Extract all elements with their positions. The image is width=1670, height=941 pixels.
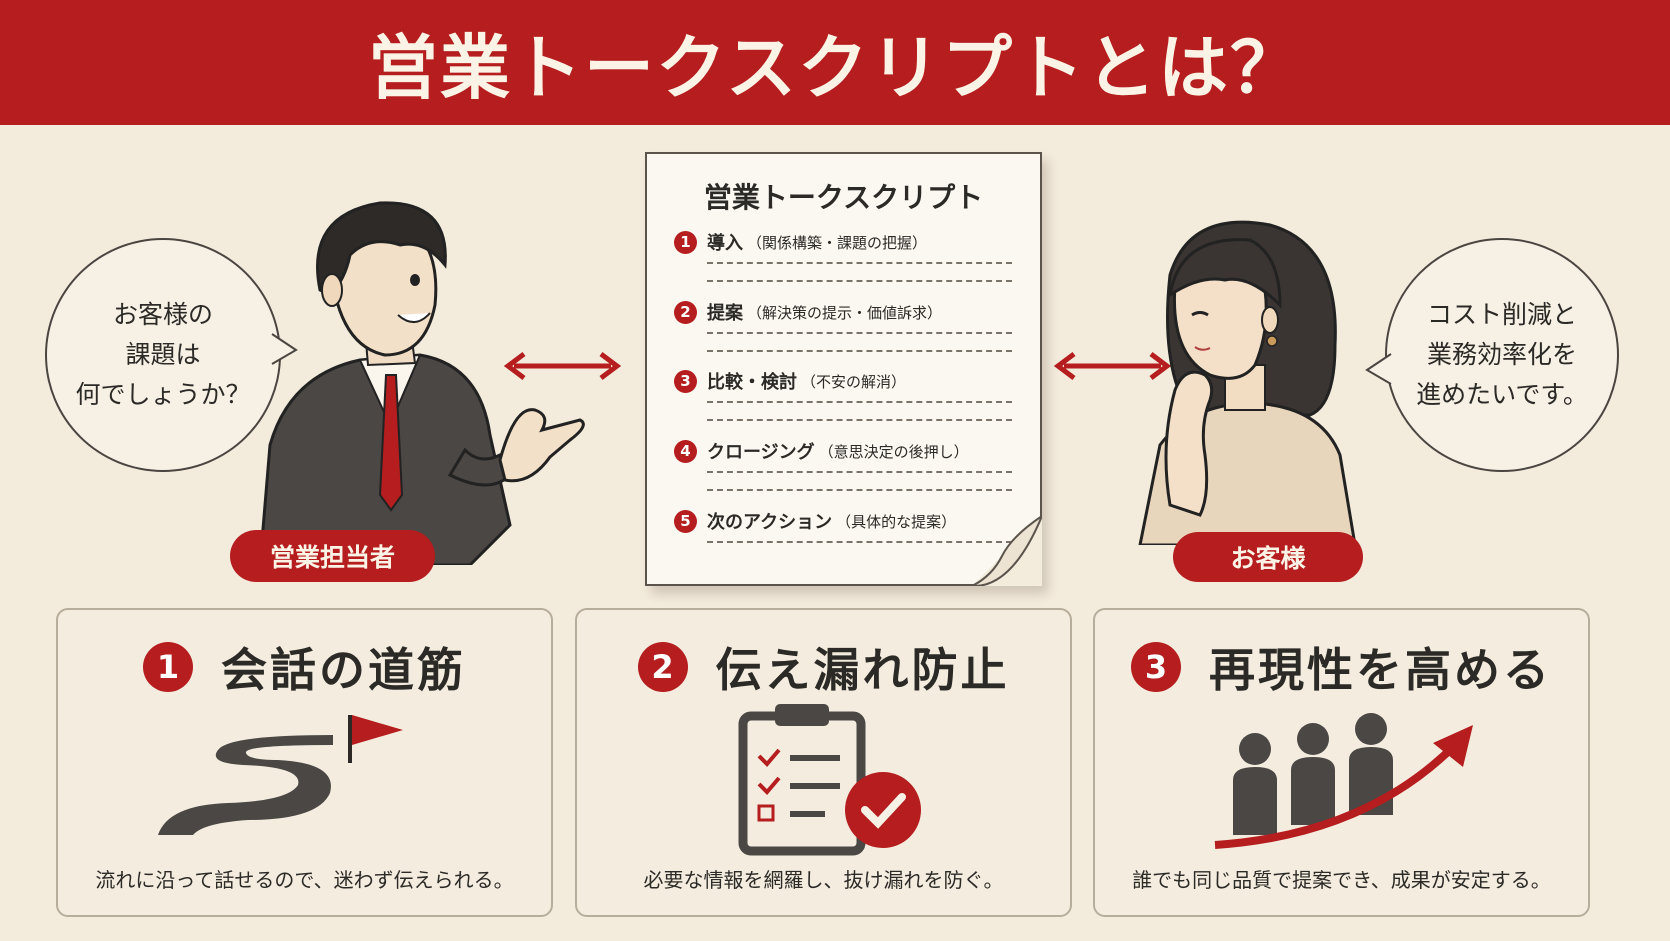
- page-title: 営業トークスクリプトとは？: [368, 26, 1302, 109]
- write-line: [707, 401, 1012, 403]
- script-step: 2 提案 （解決策の提示・価値訴求）: [674, 297, 942, 327]
- card-number: 2: [637, 642, 688, 692]
- bubble-line: 進めたいです。: [1416, 380, 1588, 409]
- benefit-card-prevent-omissions: 2 伝え漏れ防止 必要な情報を網羅し、抜け漏れを防ぐ。: [575, 608, 1072, 917]
- step-number: 4: [674, 439, 697, 463]
- speech-tail-icon: [1365, 353, 1392, 385]
- card-caption: 流れに沿って話せるので、迷わず伝えられる。: [95, 868, 514, 892]
- bubble-line: 業務効率化を: [1426, 340, 1577, 369]
- bubble-line: 課題は: [125, 340, 201, 369]
- benefit-card-conversation-path: 1 会話の道筋 流れに沿って話せるので、迷わず伝えられる。: [56, 608, 553, 917]
- write-line: [707, 332, 1012, 334]
- double-arrow-icon: [503, 352, 622, 380]
- step-number: 3: [674, 369, 697, 393]
- write-line: [707, 471, 1012, 473]
- card-caption: 必要な情報を網羅し、抜け漏れを防ぐ。: [643, 868, 1004, 892]
- card-title-text: 伝え漏れ防止: [715, 643, 1010, 697]
- script-step: 3 比較・検討 （不安の解消）: [674, 366, 906, 396]
- salesperson-illustration: [258, 201, 585, 565]
- card-number: 3: [1131, 642, 1181, 692]
- step-label: 次のアクション: [707, 512, 833, 533]
- write-line: [707, 419, 1012, 421]
- winding-road-flag-icon: [158, 715, 403, 835]
- script-step: 4 クロージング （意思決定の後押し）: [674, 436, 969, 466]
- bubble-line: コスト削減と: [1426, 300, 1577, 329]
- script-step: 1 導入 （関係構築・課題の把握）: [674, 227, 927, 257]
- salesperson-speech-bubble: お客様の 課題は 何でしょうか？: [45, 238, 281, 472]
- step-number: 5: [674, 509, 697, 533]
- checklist-clipboard-icon: [738, 704, 921, 856]
- card-title: 2 伝え漏れ防止: [577, 634, 1070, 700]
- script-step: 5 次のアクション （具体的な提案）: [674, 506, 956, 536]
- benefit-card-reproducibility: 3 再現性を高める 誰でも同じ品質で提案でき、成果が安定する。: [1093, 608, 1590, 917]
- customer-label: お客様: [1173, 532, 1363, 582]
- script-title: 営業トークスクリプト: [703, 181, 984, 214]
- talk-script-sheet: 営業トークスクリプト 1 導入 （関係構築・課題の把握） 2 提案 （解決策の提…: [645, 152, 1042, 586]
- step-detail: （不安の解消）: [801, 372, 907, 391]
- step-number: 1: [674, 230, 697, 254]
- title-banner: 営業トークスクリプトとは？: [0, 0, 1670, 125]
- step-label: クロージング: [707, 442, 815, 463]
- step-detail: （意思決定の後押し）: [818, 442, 969, 461]
- step-number: 2: [674, 300, 697, 324]
- customer-illustration: [1138, 220, 1357, 545]
- card-title: 1 会話の道筋: [58, 634, 551, 700]
- step-label: 導入: [707, 233, 743, 254]
- card-title-text: 会話の道筋: [221, 643, 466, 697]
- write-line: [707, 262, 1012, 264]
- write-line: [707, 489, 1012, 491]
- card-title: 3 再現性を高める: [1095, 634, 1588, 700]
- step-label: 比較・検討: [707, 372, 797, 393]
- bubble-line: 何でしょうか？: [75, 380, 251, 409]
- step-detail: （解決策の提示・価値訴求）: [747, 303, 943, 322]
- step-detail: （関係構築・課題の把握）: [747, 233, 928, 252]
- step-detail: （具体的な提案）: [836, 512, 957, 531]
- team-growth-arrow-icon: [1214, 713, 1473, 849]
- write-line: [707, 280, 1012, 282]
- double-arrow-icon: [1053, 352, 1172, 380]
- card-number: 1: [143, 642, 193, 692]
- card-title-text: 再現性を高める: [1209, 643, 1552, 697]
- write-line: [707, 541, 1012, 543]
- page-curl-icon: [972, 516, 1042, 586]
- write-line: [707, 350, 1012, 352]
- speech-tail-icon: [271, 333, 298, 365]
- salesperson-label: 営業担当者: [230, 530, 435, 582]
- customer-speech-bubble: コスト削減と 業務効率化を 進めたいです。: [1385, 238, 1619, 472]
- card-caption: 誰でも同じ品質で提案でき、成果が安定する。: [1132, 868, 1551, 892]
- step-label: 提案: [707, 303, 743, 324]
- bubble-line: お客様の: [112, 300, 213, 329]
